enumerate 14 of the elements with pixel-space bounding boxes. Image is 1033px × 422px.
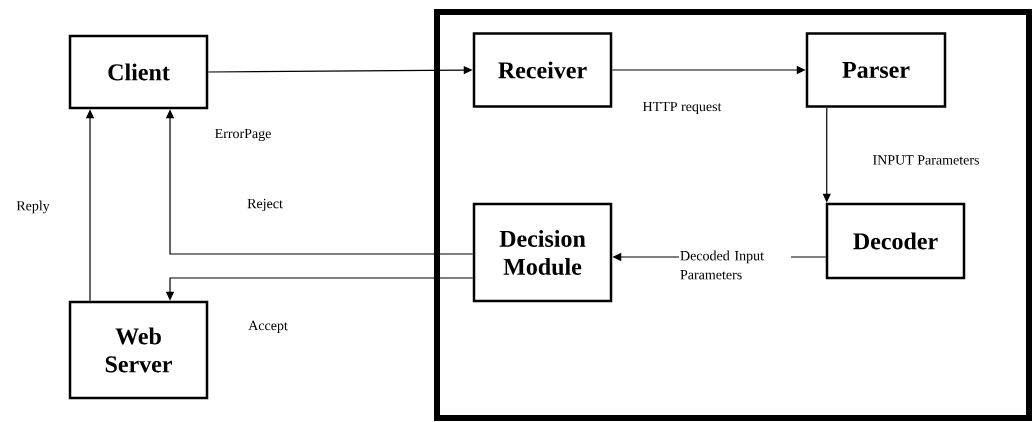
process-box: Client <box>68 34 209 110</box>
edge-label: Decoded Input Parameters <box>679 249 791 281</box>
edge-label: Accept <box>247 319 289 335</box>
process-box: Web Server <box>68 300 209 400</box>
process-box: Decision Module <box>472 202 613 303</box>
edge-label: INPUT Parameters <box>871 154 981 166</box>
annotation-text: ErrorPage <box>213 127 273 143</box>
system-frame <box>434 9 1032 421</box>
process-box: Parser <box>805 32 947 108</box>
edge-label: HTTP request <box>641 100 723 116</box>
process-box: Decoder <box>825 202 966 280</box>
edge-label: Reject <box>246 197 284 213</box>
process-box: Receiver <box>472 32 613 108</box>
edge-label: Reply <box>15 199 51 215</box>
